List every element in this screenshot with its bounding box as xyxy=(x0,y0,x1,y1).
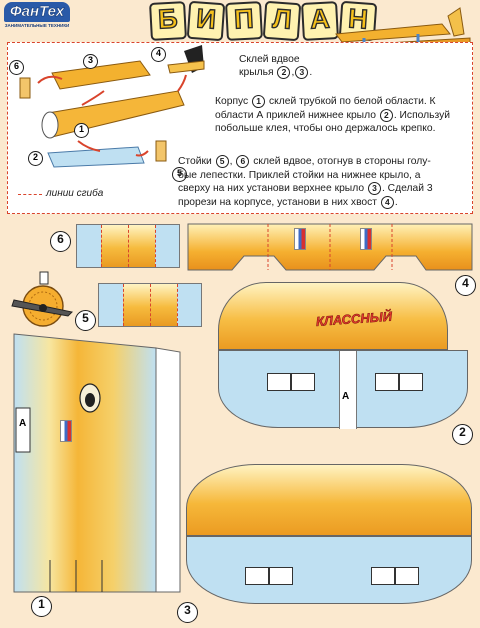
text-line: Склей вдвое xyxy=(239,54,300,65)
text-line: Корпус 1 склей трубкой по белой области.… xyxy=(215,95,471,109)
text: Корпус xyxy=(215,96,249,108)
text: области А приклей нижнее крыло xyxy=(215,109,376,121)
glue-label: А xyxy=(19,418,27,429)
brand-name: ФанТех xyxy=(4,2,70,22)
instruction-struts: Стойки 5, 6 склей вдвое, отогнув в сторо… xyxy=(178,155,472,209)
part-badge: 3 xyxy=(177,602,198,623)
part-badge: 1 xyxy=(31,596,52,617)
part-3-bottom xyxy=(186,536,472,604)
text-line: Стойки 5, 6 склей вдвое, отогнув в сторо… xyxy=(178,155,472,169)
text-line: бые лепестки. Приклей стойки на нижнее к… xyxy=(178,169,421,181)
instruction-panel: 3 4 6 1 2 5 Склей вдвое крылья 2,3. Корп… xyxy=(7,42,473,214)
propeller xyxy=(11,271,74,327)
text-line: сверху на них установи верхнее крыло 3. … xyxy=(178,182,472,196)
instruction-fuselage: Корпус 1 склей трубкой по белой области.… xyxy=(215,95,471,136)
part-4-tail xyxy=(187,223,473,271)
part-badge: 6 xyxy=(50,231,71,252)
text: сверху на них установи верхнее крыло xyxy=(178,183,365,195)
text: склей трубкой по белой области. К xyxy=(268,96,436,108)
fold-line xyxy=(177,284,178,326)
part-badge: 4 xyxy=(455,275,476,296)
diagram-label: 6 xyxy=(9,60,24,75)
part-ref: 5 xyxy=(215,155,229,168)
text-line: побольше клея, чтобы оно держалось крепк… xyxy=(215,123,436,135)
text: . Сделай 3 xyxy=(381,183,433,195)
part-ref: 4 xyxy=(380,195,394,209)
fold-line-legend: линии сгиба xyxy=(46,188,104,199)
instruction-wings: Склей вдвое крылья 2,3. xyxy=(239,53,439,80)
part-badge: 5 xyxy=(75,310,96,331)
text-line: прорези на корпусе, установи в них хвост… xyxy=(178,195,472,210)
brand-tagline: ЗАНИМАТЕЛЬНЫЕ ТЕХНИКИ xyxy=(4,23,70,28)
part-2-top xyxy=(218,282,448,350)
part-6-strut xyxy=(76,224,180,268)
text: склей вдвое, отогнув в стороны голу- xyxy=(253,156,431,168)
flag xyxy=(60,420,72,442)
part-3-top xyxy=(186,464,472,536)
slot xyxy=(291,373,315,391)
text: Стойки xyxy=(178,156,212,168)
fold-line-sample xyxy=(18,194,42,195)
text-line: области А приклей нижнее крыло 2. Исполь… xyxy=(215,108,471,123)
diagram-label: 5 xyxy=(172,167,187,182)
fold-line xyxy=(123,284,124,326)
flag xyxy=(294,228,306,250)
slot xyxy=(395,567,419,585)
part-badge: 2 xyxy=(452,424,473,445)
slot xyxy=(399,373,423,391)
title-letter: П xyxy=(225,1,263,41)
diagram-label: 2 xyxy=(28,151,43,166)
text: , xyxy=(229,156,233,168)
glue-area xyxy=(339,351,357,429)
slot xyxy=(267,373,291,391)
part-ref: 2 xyxy=(379,108,393,122)
text: крылья xyxy=(239,67,274,79)
part-2-bottom: А xyxy=(218,350,468,429)
fold-line xyxy=(150,284,151,326)
text: прорези на корпусе, установи в них хвост xyxy=(178,196,378,208)
title-letter: И xyxy=(186,0,226,42)
flag xyxy=(360,228,372,250)
part-ref: 2 xyxy=(277,66,291,80)
text-line: крылья 2,3. xyxy=(239,66,313,80)
part-ref: 6 xyxy=(236,155,250,168)
title-letter: Л xyxy=(262,0,302,42)
diagram-label: 4 xyxy=(151,47,166,62)
part-ref: 3 xyxy=(367,182,381,196)
title-letter: Б xyxy=(149,1,187,41)
glue-label: А xyxy=(342,391,350,402)
slot xyxy=(371,567,395,585)
part-ref: 1 xyxy=(252,95,266,108)
fold-line xyxy=(101,225,102,267)
text: . xyxy=(394,196,398,208)
text: . Используй xyxy=(393,109,451,121)
part-1-fuselage xyxy=(13,333,181,593)
diagram-label: 1 xyxy=(74,123,89,138)
part-ref: 3 xyxy=(295,66,309,80)
diagram-label: 3 xyxy=(83,54,98,69)
slot xyxy=(375,373,399,391)
slot xyxy=(245,567,269,585)
part-5-strut xyxy=(98,283,202,327)
brand-logo: ФанТех ЗАНИМАТЕЛЬНЫЕ ТЕХНИКИ xyxy=(4,2,70,36)
fold-line xyxy=(128,225,129,267)
text: . xyxy=(309,67,313,79)
fold-line xyxy=(155,225,156,267)
slot xyxy=(269,567,293,585)
